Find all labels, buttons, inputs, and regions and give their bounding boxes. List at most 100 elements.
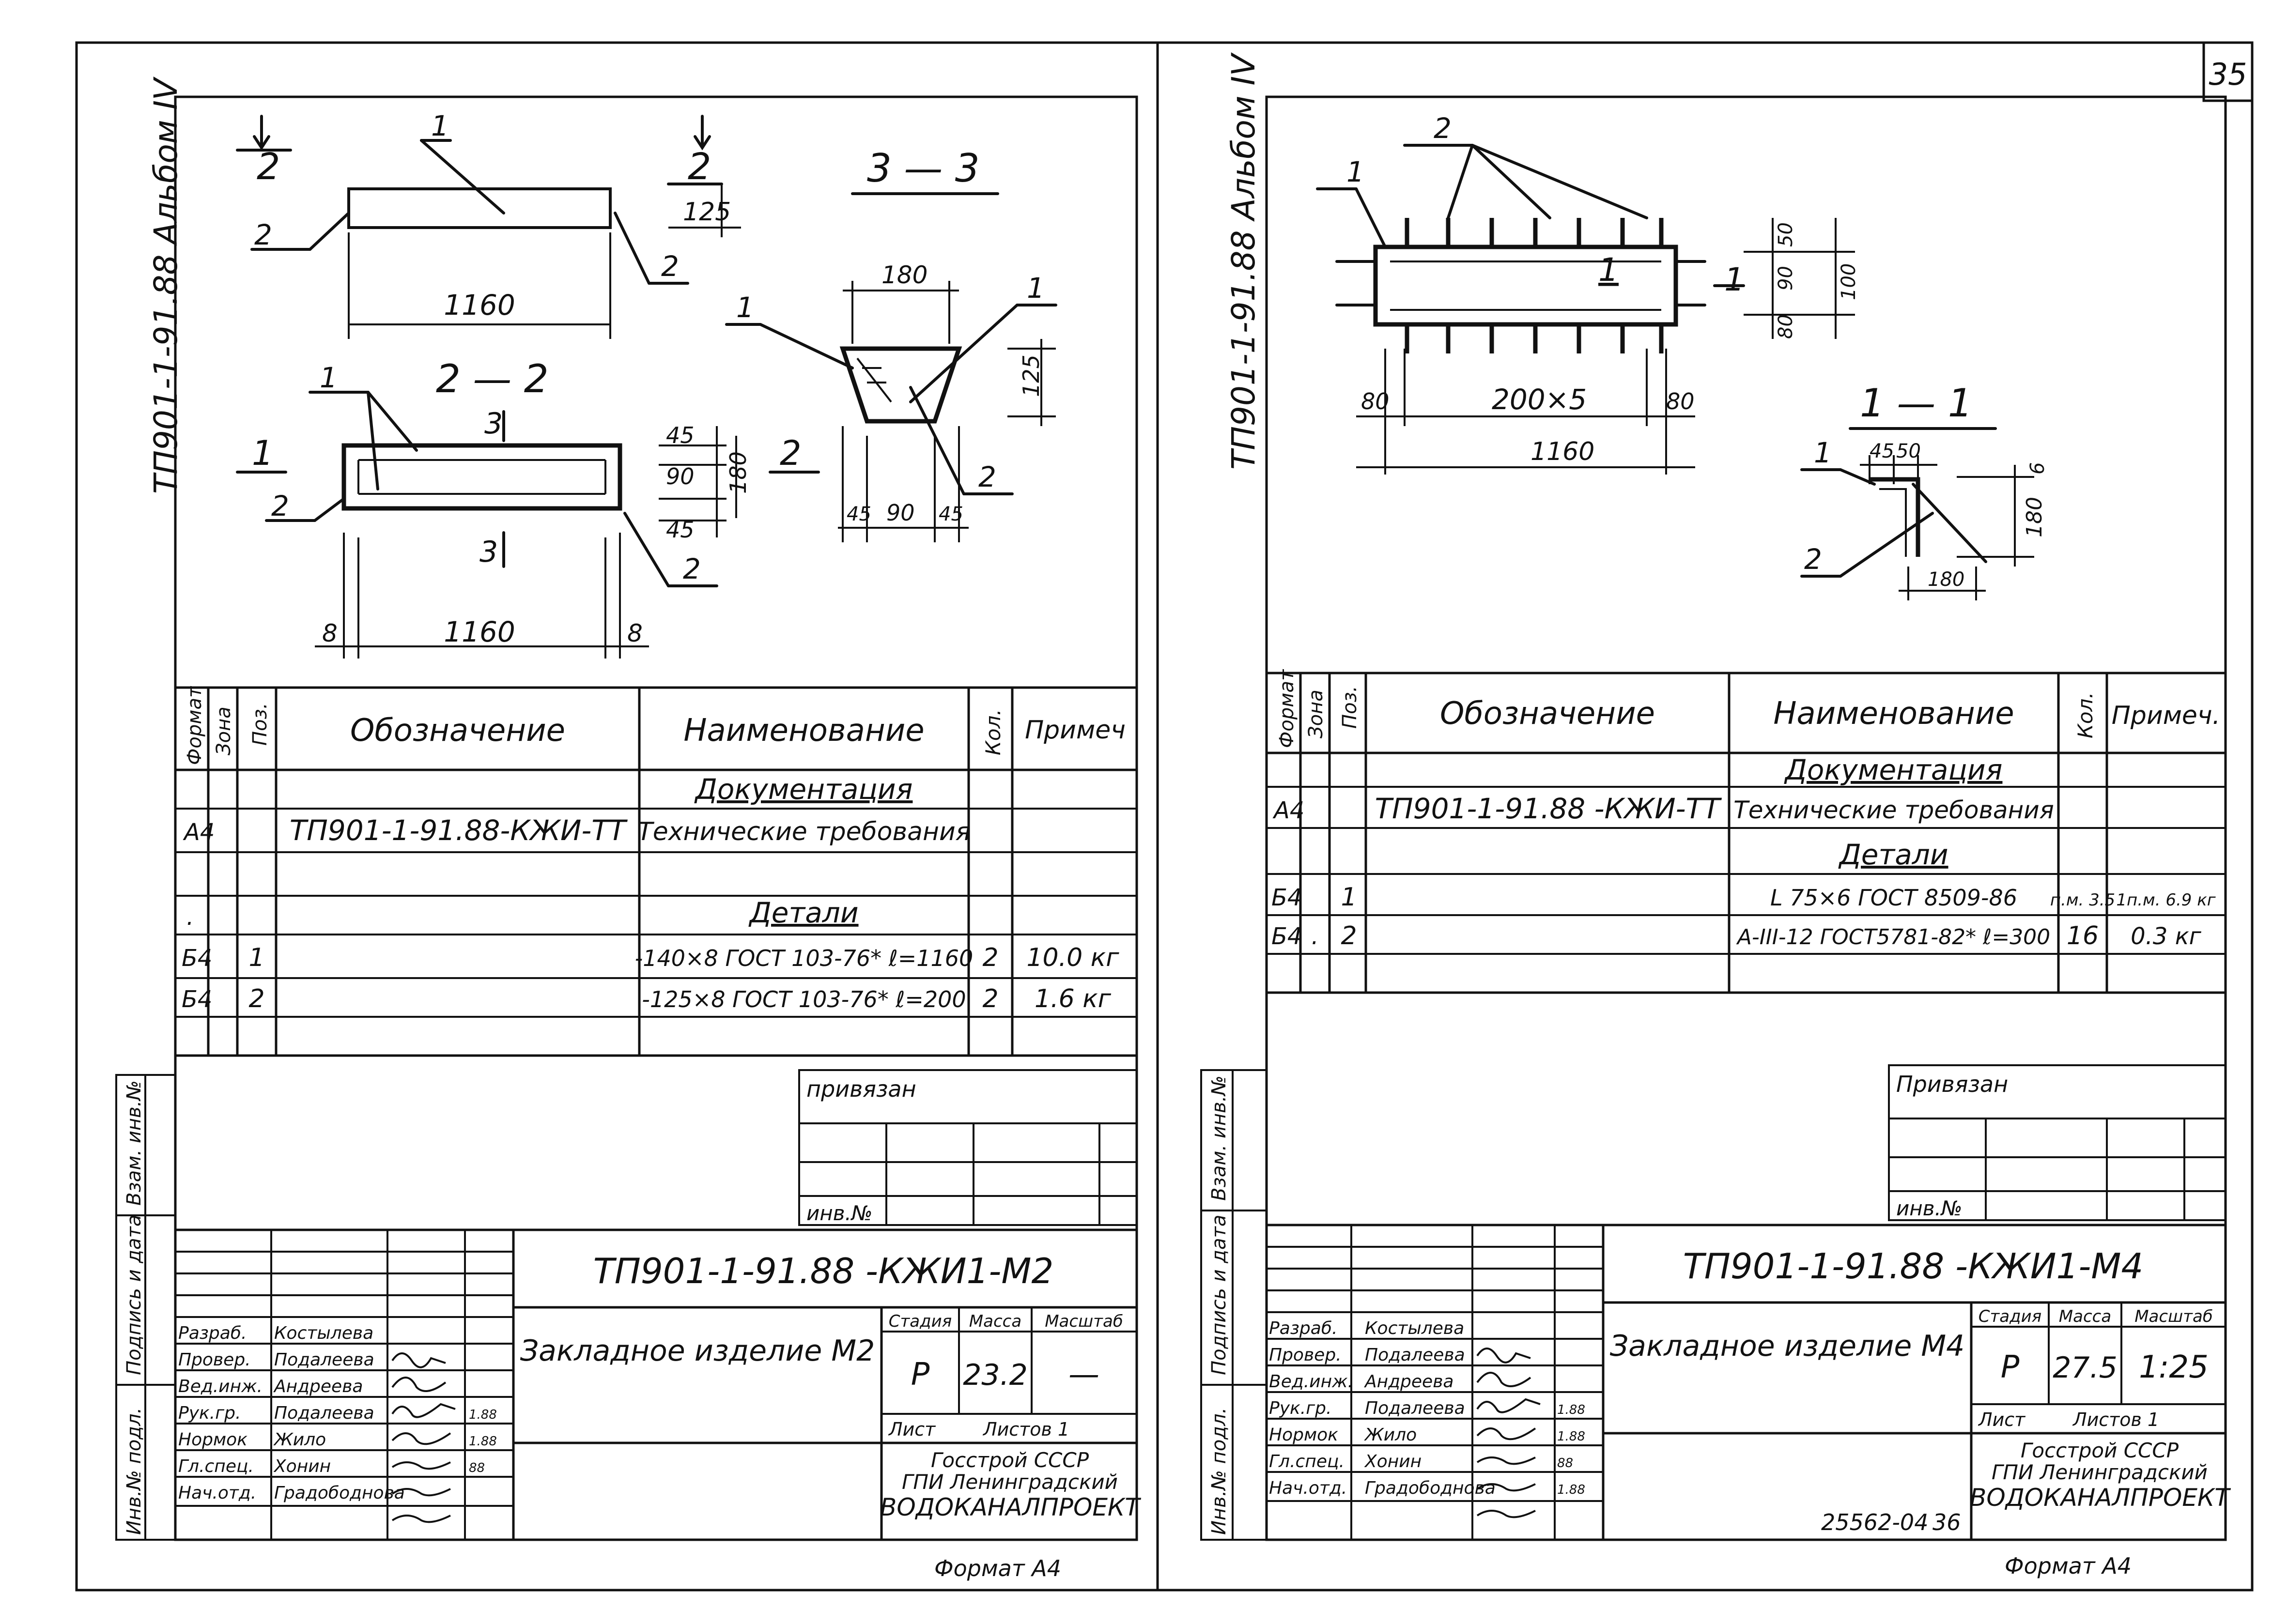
left_sheet-person-name: Андреева xyxy=(273,1377,363,1396)
right-angle-plan xyxy=(1373,245,1678,327)
right-inv-label: инв.№ xyxy=(1896,1196,1963,1220)
right-title-block: ТП901-1-91.88 -КЖИ1-М4 Закладное изделие… xyxy=(1267,1224,2231,1579)
left-org-line3: ВОДОКАНАЛПРОЕКТ xyxy=(880,1493,1141,1521)
right-row-documentation: Документация xyxy=(1784,753,2003,786)
right-th-format: Формат xyxy=(1276,669,1298,748)
right_sheet-person-date: 1.88 xyxy=(1557,1483,1585,1497)
right_sheet-person-role: Провер. xyxy=(1269,1345,1342,1365)
right_sheet-person-role: Разраб. xyxy=(1269,1318,1337,1338)
right-row3-qty: п.м. 3.5 xyxy=(2050,890,2115,910)
left-spec-table: Формат Зона Поз. Обозначение Наименовани… xyxy=(175,686,1137,1057)
right-row1-designation: ТП901-1-91.88 -КЖИ-ТТ xyxy=(1375,792,1722,825)
left-row1-name: Технические требования xyxy=(637,817,971,846)
right-archive-sheet: 36 xyxy=(1932,1509,1961,1535)
left_sheet-person-name: Подалеева xyxy=(274,1403,374,1423)
right-sheet-label: Лист xyxy=(1978,1409,2026,1430)
right-plan-dim-50: 50 xyxy=(1775,222,1797,247)
right-people-rows: Разраб.КостылеваПровер.ПодалееваВед.инж.… xyxy=(1269,1318,1585,1498)
left-mass-label: Масса xyxy=(969,1312,1021,1331)
right-sec11-dim-45: 45 xyxy=(1870,440,1894,462)
left-th-pos: Поз. xyxy=(249,703,271,746)
right-th-qty: Кол. xyxy=(2073,692,2097,738)
right-row3-name: L 75×6 ГОСТ 8509-86 xyxy=(1770,885,2017,911)
left-people-rows: Разраб.КостылеваПровер.ПодалееваВед.инж.… xyxy=(178,1323,497,1503)
left-inner-frame xyxy=(174,95,1138,1541)
right-sec11-dim-180v: 180 xyxy=(2022,497,2047,537)
left-plan-callout-2b: 2 xyxy=(661,250,679,283)
left-sec22-length: 1160 xyxy=(444,615,515,648)
left-stage: Р xyxy=(911,1357,930,1393)
page-number-box xyxy=(2202,41,2254,102)
left-plate-plan xyxy=(347,187,612,229)
left-sec22-end-a: 8 xyxy=(322,619,338,647)
left_sheet-person-name: Градободнова xyxy=(274,1483,405,1503)
left-signatures xyxy=(391,1352,456,1523)
left-binding-label: привязан xyxy=(806,1076,916,1102)
right-binding-block: Привязан инв.№ xyxy=(1888,1064,2226,1221)
left-row3-format: . xyxy=(186,904,194,931)
left-plan-dim-mark: 2 xyxy=(688,145,711,188)
left-sheets-label: Листов 1 xyxy=(982,1419,1069,1440)
left-row5-note: 1.6 кг xyxy=(1035,984,1112,1013)
left-binding-block: привязан инв.№ xyxy=(798,1069,1138,1226)
left-stamp-inv-orig: Инв.№ подл. xyxy=(123,1408,145,1535)
right-th-name: Наименование xyxy=(1773,696,2014,732)
right-plan-dim-80: 80 xyxy=(1775,314,1797,339)
left_sheet-person-name: Подалеева xyxy=(274,1350,374,1370)
left-trough-section xyxy=(839,346,962,424)
right-mass: 27.5 xyxy=(2053,1351,2118,1385)
right-album-label: ТП901-1-91.88 Альбом IV xyxy=(1225,52,1262,470)
right-org-line1: Госстрой СССР xyxy=(2021,1439,2179,1462)
left-title-block: ТП901-1-91.88 -КЖИ1-М2 Закладное изделие… xyxy=(175,1228,1141,1581)
right-plan-part-1: 1 xyxy=(1598,251,1619,289)
right-plan-length: 1160 xyxy=(1530,437,1594,466)
left_sheet-person-date: 1.88 xyxy=(469,1434,497,1449)
left-row4-name: -140×8 ГОСТ 103-76* ℓ=1160 xyxy=(635,945,974,971)
left-row-details: Детали xyxy=(748,896,858,929)
left-th-zone: Зона xyxy=(213,706,235,755)
right-row4-zone: . xyxy=(1311,923,1318,950)
left-th-designation: Обозначение xyxy=(350,713,565,749)
right_sheet-person-name: Градободнова xyxy=(1365,1478,1496,1498)
left-sec33-bot-45a: 45 xyxy=(847,503,871,525)
right_sheet-person-name: Подалеева xyxy=(1365,1398,1465,1418)
left-stamp-replace: Взам. инв.№ xyxy=(123,1080,145,1206)
right-binding-label: Привязан xyxy=(1896,1071,2008,1097)
left_sheet-person-name: Жило xyxy=(273,1430,326,1450)
right-plan-dim-80b: 80 xyxy=(1666,388,1695,414)
left_sheet-person-role: Гл.спец. xyxy=(178,1456,254,1476)
left-th-format: Формат xyxy=(184,686,206,765)
left-sec22-callout-2b: 2 xyxy=(683,552,701,585)
left-format: Формат А4 xyxy=(934,1555,1061,1581)
right-plan-section-mark: 1 xyxy=(1724,261,1745,298)
right-spec-table: Формат Зона Поз. Обозначение Наименовани… xyxy=(1267,669,2226,994)
left-row5-qty: 2 xyxy=(982,984,998,1013)
right-plan-callout-1: 1 xyxy=(1346,155,1364,188)
right-inner-frame xyxy=(1265,95,2227,1541)
right_sheet-person-name: Костылева xyxy=(1365,1318,1464,1338)
right-th-pos: Поз. xyxy=(1339,686,1361,729)
right-row1-format: А4 xyxy=(1272,797,1304,824)
left-sec22-dim-45b: 45 xyxy=(666,517,695,543)
left-sec22-end-b: 8 xyxy=(627,619,643,647)
right-plan-callout-2: 2 xyxy=(1434,112,1452,145)
left-section-mark-3b: 3 xyxy=(479,535,498,569)
left-sec22-mark-1: 1 xyxy=(252,433,274,473)
right-doc-code: ТП901-1-91.88 -КЖИ1-М4 xyxy=(1683,1246,2144,1287)
right-plan-dim-80a: 80 xyxy=(1361,388,1390,414)
left-plan-length: 1160 xyxy=(444,289,515,322)
left-sec33-top: 180 xyxy=(881,261,928,289)
right-th-note: Примеч. xyxy=(2112,701,2220,730)
left-row4-pos: 1 xyxy=(248,943,264,972)
right-side-stamps: Инв.№ подл. Подпись и дата Взам. инв.№ xyxy=(1200,1069,1268,1541)
right-stamp-signature: Подпись и дата xyxy=(1208,1215,1230,1375)
right_sheet-person-name: Подалеева xyxy=(1365,1345,1465,1365)
right-stamp-inv-orig: Инв.№ подл. xyxy=(1208,1408,1230,1535)
right-sec11-dim-180h: 180 xyxy=(1928,568,1964,591)
right_sheet-person-date: 1.88 xyxy=(1557,1429,1585,1444)
left-sec22-callout-1: 1 xyxy=(320,361,338,394)
right_sheet-person-role: Нормок xyxy=(1269,1425,1338,1445)
left-sec22-mark-1b: 2 xyxy=(780,433,802,473)
